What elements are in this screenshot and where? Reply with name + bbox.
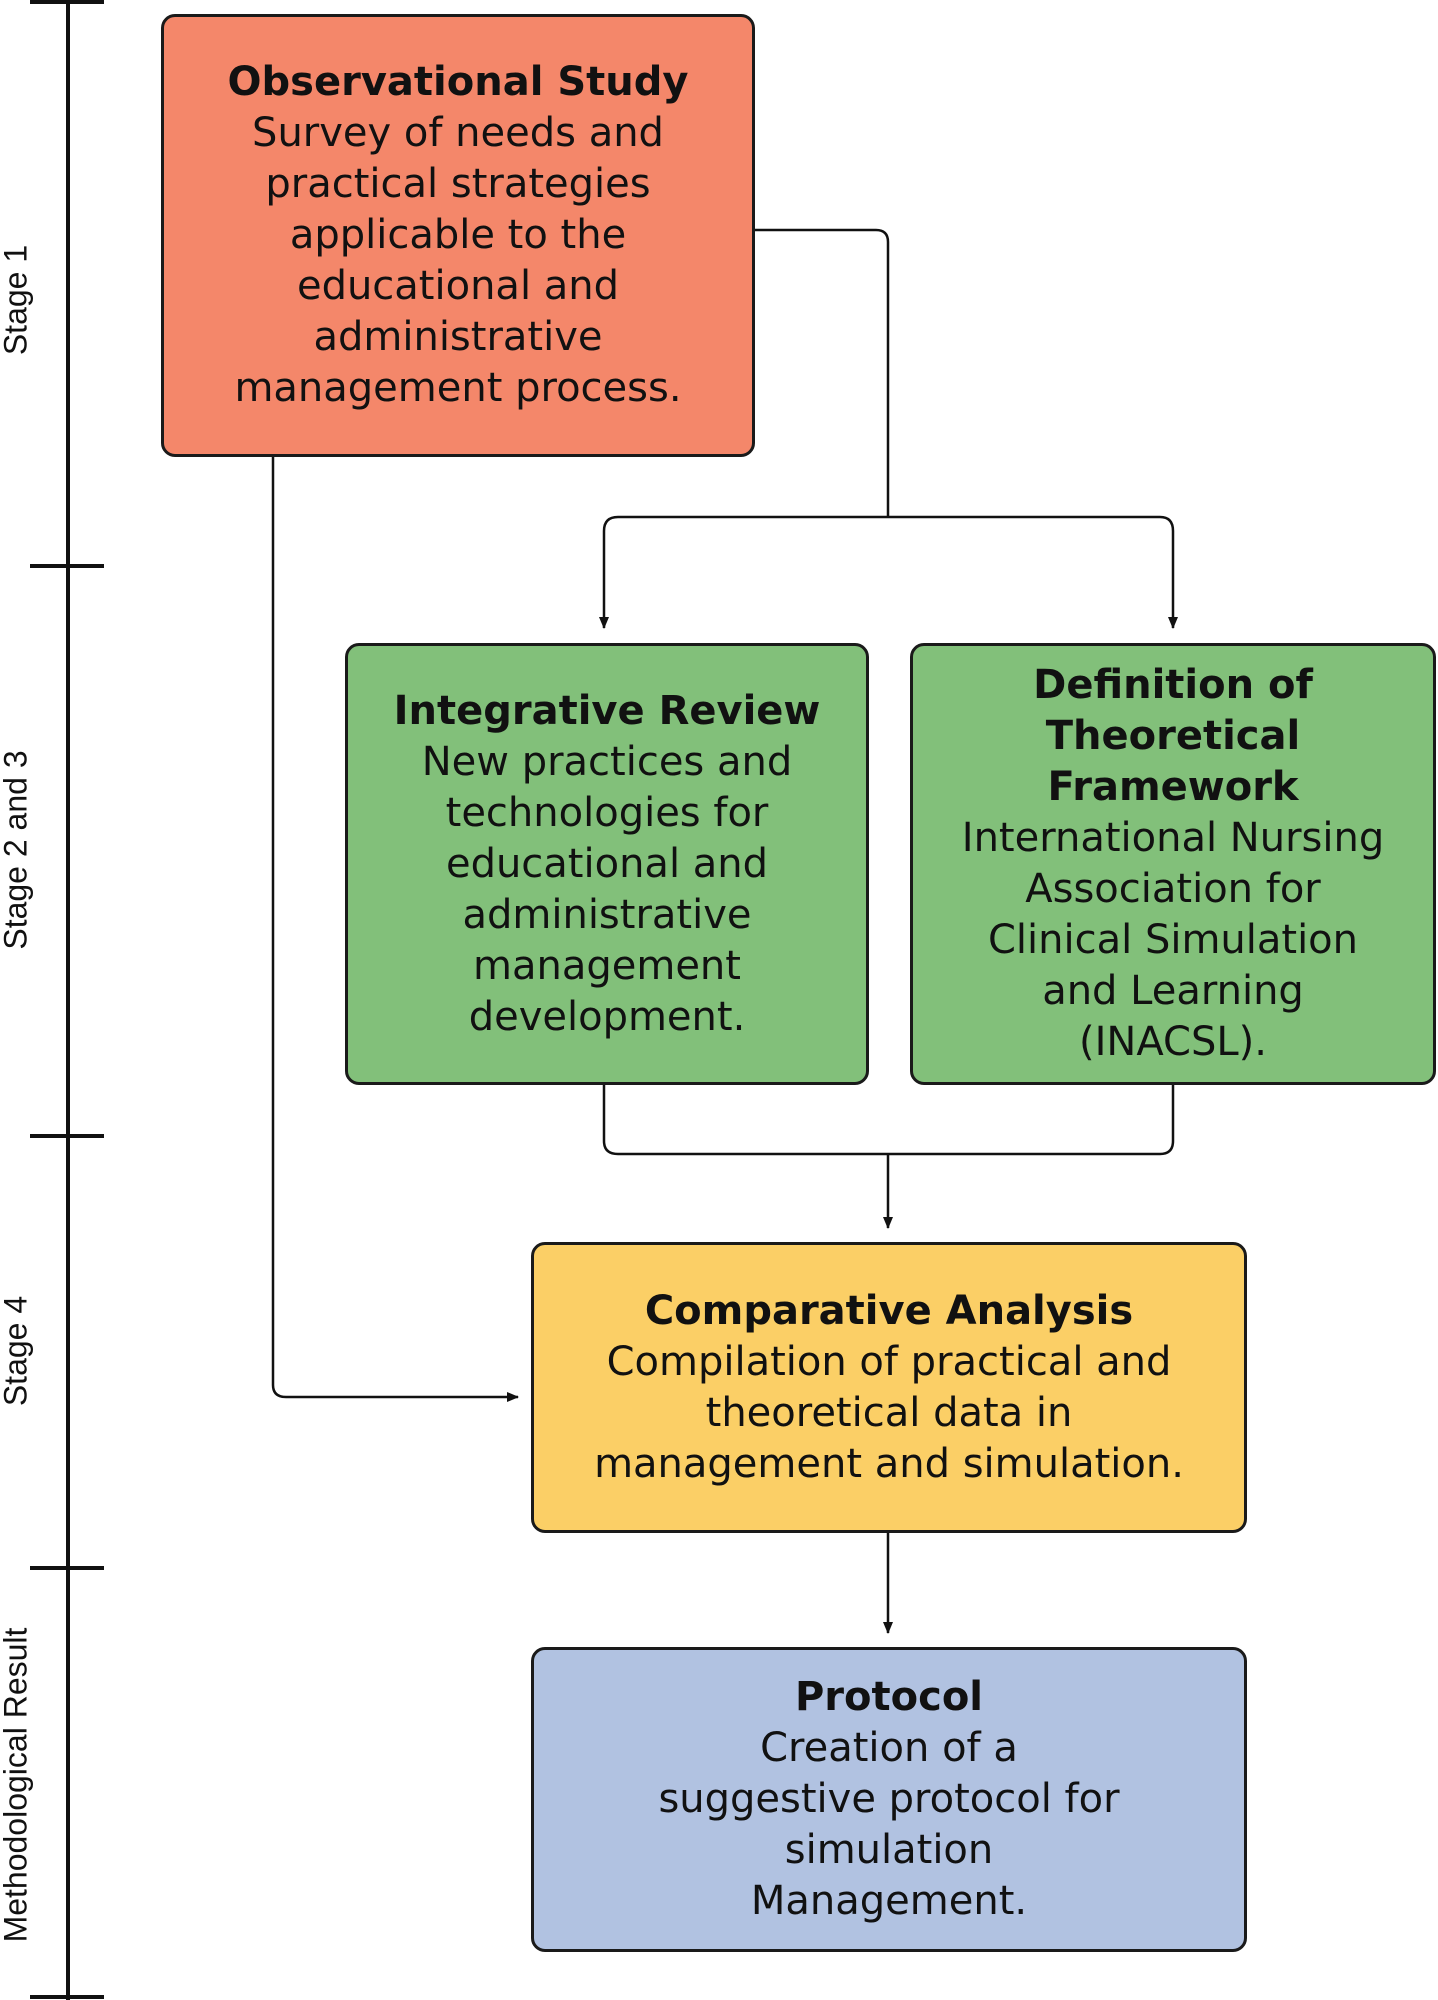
connector-split-to-definition	[888, 515, 1178, 629]
observational-study-box: Observational Study Survey of needs and …	[161, 14, 755, 457]
connector-reviews-merge	[602, 1085, 1175, 1156]
theoretical-framework-description: International Nursing Association for Cl…	[961, 815, 1385, 1065]
protocol-box: Protocol Creation of a suggestive protoc…	[531, 1647, 1247, 1952]
integrative-review-title: Integrative Review	[393, 687, 821, 734]
comparative-analysis-box: Comparative Analysis Compilation of prac…	[531, 1242, 1247, 1533]
protocol-description: Creation of a suggestive protocol for si…	[658, 1725, 1120, 1924]
integrative-review-description: New practices and technologies for educa…	[421, 738, 793, 1040]
connector-observational-to-split	[755, 228, 890, 517]
integrative-review-box: Integrative Review New practices and tec…	[345, 643, 869, 1085]
theoretical-framework-title: Definition of Theoretical Framework	[1033, 662, 1313, 810]
connector-observational-to-comparative	[271, 457, 519, 1402]
stage-4-label: Stage 4	[0, 1295, 34, 1407]
stage-2-3-label: Stage 2 and 3	[0, 750, 34, 950]
comparative-analysis-title: Comparative Analysis	[644, 1287, 1134, 1334]
comparative-analysis-description: Compilation of practical and theoretical…	[594, 1338, 1184, 1487]
observational-study-title: Observational Study	[227, 59, 689, 105]
stage-1-label: Stage 1	[0, 244, 34, 356]
connector-split-to-integrative	[599, 515, 888, 629]
observational-study-description: Survey of needs and practical strategies…	[234, 110, 682, 411]
theoretical-framework-box: Definition of Theoretical Framework Inte…	[910, 643, 1436, 1085]
methodological-result-label: Methodological Result	[0, 1627, 34, 1943]
stage-timeline	[30, 0, 104, 2000]
protocol-title: Protocol	[794, 1674, 984, 1720]
